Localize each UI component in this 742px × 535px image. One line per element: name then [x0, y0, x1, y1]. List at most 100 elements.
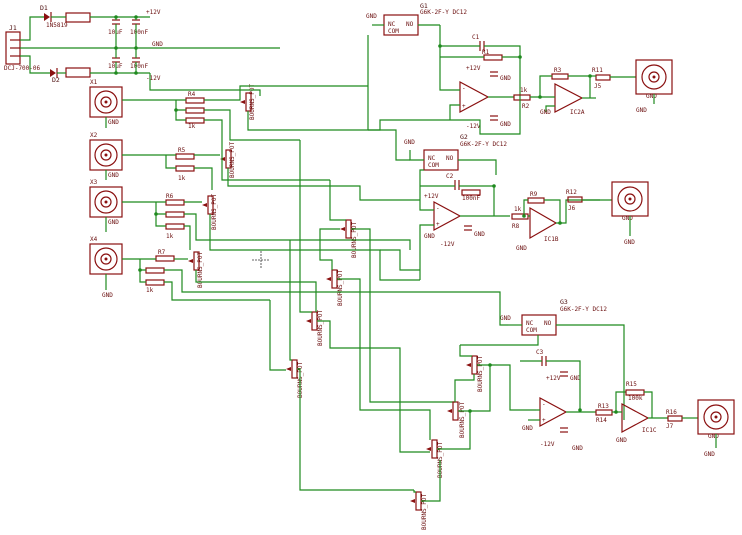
svg-text:GND: GND — [624, 239, 635, 246]
opamp-ic1b — [433, 200, 462, 232]
svg-text:+12V: +12V — [424, 193, 439, 200]
svg-text:R2: R2 — [522, 103, 530, 110]
svg-text:NO: NO — [406, 21, 414, 28]
svg-text:1k: 1k — [166, 233, 174, 240]
svg-text:GND: GND — [500, 75, 511, 82]
svg-text:GND: GND — [540, 109, 551, 116]
svg-text:BOURNS_POT: BOURNS_POT — [437, 441, 444, 478]
svg-text:GND: GND — [500, 121, 511, 128]
svg-text:BOURNS_POT: BOURNS_POT — [229, 141, 236, 178]
diode-d2 — [50, 69, 56, 77]
svg-text:J5: J5 — [594, 83, 602, 90]
svg-text:G6K-2F-Y DC12: G6K-2F-Y DC12 — [420, 9, 467, 16]
svg-text:GND: GND — [108, 119, 119, 126]
svg-text:J6: J6 — [568, 205, 576, 212]
bnc-output-x7: GND GND — [697, 399, 735, 458]
svg-text:COM: COM — [526, 327, 537, 334]
label-gnd-power: GND — [152, 41, 163, 48]
svg-text:1k: 1k — [514, 206, 522, 213]
diode-d1 — [44, 13, 50, 21]
output-stage-1: C1 R1 -+ +12V -12V GND GND 1k R2 IC2A R3 — [439, 25, 636, 130]
relay-g2: NC NO COM G2 G6K-2F-Y DC12 GND — [404, 133, 507, 200]
svg-text:X2: X2 — [90, 132, 98, 139]
opamp-ic1a — [459, 80, 490, 114]
label-cap-100nf-2: 100nF — [130, 63, 148, 70]
svg-text:R4: R4 — [188, 91, 196, 98]
svg-text:NO: NO — [544, 320, 552, 327]
bnc-output-x5: GND GND — [635, 59, 673, 114]
svg-text:G3: G3 — [560, 298, 568, 306]
output-stage-2: C2 100nF -+ +12V -12V GND GND 1k R8 IC1B… — [419, 173, 612, 280]
svg-text:NC: NC — [526, 320, 534, 327]
svg-text:GND: GND — [404, 139, 415, 146]
interconnect-wires — [149, 47, 521, 326]
svg-text:-12V: -12V — [540, 441, 555, 448]
bnc-output-x6: GND GND — [611, 181, 649, 246]
bnc-input-x1: X1 GND — [89, 79, 123, 126]
svg-text:1k: 1k — [178, 175, 186, 182]
svg-text:BOURNS_POT: BOURNS_POT — [421, 493, 428, 530]
svg-text:+: + — [542, 417, 546, 424]
svg-text:GND: GND — [704, 451, 715, 458]
pot-r5: BOURNS_POT — [340, 219, 358, 258]
opamp-ic1b-buffer — [529, 206, 558, 240]
opamp-ic1c — [621, 402, 650, 434]
junction-dots — [114, 15, 618, 414]
svg-text:1k: 1k — [188, 123, 196, 130]
svg-text:1k: 1k — [520, 87, 528, 94]
svg-text:R1: R1 — [482, 49, 490, 56]
power-capacitors: 10uF 100nF 10uF 100nF — [108, 19, 148, 70]
svg-text:R11: R11 — [592, 67, 603, 74]
svg-text:+12V: +12V — [466, 65, 481, 72]
svg-text:COM: COM — [428, 162, 439, 169]
pot-r10: BOURNS_POT — [447, 401, 466, 438]
label-j1: J1 — [9, 24, 17, 32]
svg-text:+: + — [462, 103, 466, 110]
svg-text:IC1B: IC1B — [544, 236, 559, 243]
svg-text:R12: R12 — [566, 189, 577, 196]
svg-text:BOURNS_POT: BOURNS_POT — [197, 251, 204, 288]
svg-text:GND: GND — [708, 433, 719, 440]
svg-text:GND: GND — [366, 13, 377, 20]
svg-text:GND: GND — [108, 172, 119, 179]
svg-text:C2: C2 — [446, 173, 454, 180]
label-cap-100nf-1: 100nF — [130, 29, 148, 36]
output-stage-3: BOURNS_POT BOURNS_POT BOURNS_POT BOURNS_… — [410, 345, 698, 530]
svg-text:GND: GND — [424, 233, 435, 240]
svg-text:R15: R15 — [626, 381, 637, 388]
svg-text:BOURNS_POT: BOURNS_POT — [317, 309, 324, 346]
svg-text:G6K-2F-Y DC12: G6K-2F-Y DC12 — [560, 306, 607, 313]
svg-text:COM: COM — [388, 28, 399, 35]
label-d1: D1 — [40, 4, 48, 12]
pot-r8: BOURNS_POT — [286, 359, 304, 398]
svg-text:C1: C1 — [472, 34, 480, 41]
svg-text:R16: R16 — [666, 409, 677, 416]
svg-text:GND: GND — [636, 107, 647, 114]
svg-text:R13: R13 — [598, 403, 609, 410]
svg-text:100nF: 100nF — [462, 195, 480, 202]
relay-g1: NC NO COM G1 G6K-2F-Y DC12 GND — [366, 2, 467, 130]
cursor-crosshair — [252, 251, 270, 269]
svg-text:GND: GND — [646, 93, 657, 100]
svg-text:NC: NC — [388, 21, 396, 28]
pot-r7: BOURNS_POT — [306, 309, 324, 346]
svg-text:GND: GND — [570, 375, 581, 382]
svg-text:GND: GND — [616, 437, 627, 444]
svg-text:+: + — [436, 221, 440, 228]
svg-text:GND: GND — [622, 215, 633, 222]
svg-text:NC: NC — [428, 155, 436, 162]
relay-g3: NC NO COM G3 G6K-2F-Y DC12 GND — [460, 298, 625, 420]
svg-text:G6K-2F-Y DC12: G6K-2F-Y DC12 — [460, 141, 507, 148]
svg-text:R5: R5 — [178, 147, 186, 154]
pot-r9: BOURNS_POT — [466, 355, 484, 392]
svg-text:-12V: -12V — [440, 241, 455, 248]
svg-text:-: - — [542, 401, 546, 408]
svg-text:R8: R8 — [512, 223, 520, 230]
label-vee-top: -12V — [146, 75, 161, 82]
svg-text:100k: 100k — [628, 395, 643, 402]
svg-text:R7: R7 — [158, 249, 166, 256]
svg-text:GND: GND — [108, 219, 119, 226]
svg-text:1k: 1k — [146, 287, 154, 294]
svg-text:GND: GND — [522, 425, 533, 432]
